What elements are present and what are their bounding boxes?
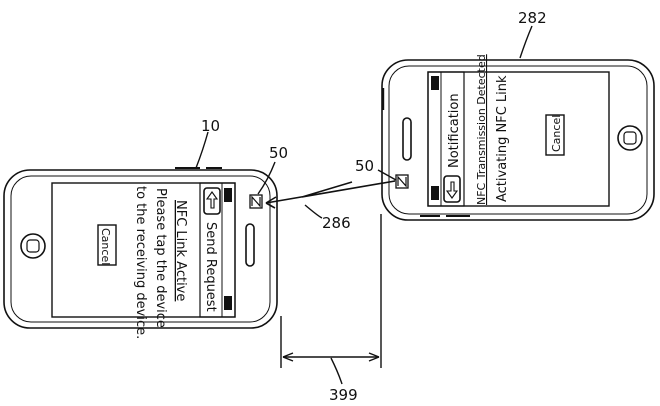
- right-title: Notification: [447, 93, 462, 168]
- left-heading: NFC Link Active: [173, 200, 188, 301]
- leader-50-left: [257, 161, 276, 195]
- back-arrow-icon[interactable]: [203, 187, 221, 215]
- left-phone: [3, 167, 278, 329]
- left-cancel-button[interactable]: Cancel: [97, 224, 117, 266]
- left-phone-body-inner: [10, 175, 271, 323]
- nfc-icon: [395, 174, 409, 189]
- leader-282: [519, 25, 533, 59]
- ref-10: 10: [201, 117, 220, 135]
- ref-50-right: 50: [355, 157, 374, 175]
- annotation-lines: [195, 25, 533, 385]
- right-phone-body: [381, 59, 655, 221]
- home-button-icon[interactable]: [617, 125, 643, 151]
- back-arrow-icon[interactable]: [443, 175, 461, 203]
- leader-10: [195, 131, 209, 169]
- left-title: Send Request: [203, 222, 218, 312]
- ref-50-left: 50: [269, 144, 288, 162]
- leader-399: [330, 357, 343, 385]
- ref-286: 286: [322, 214, 351, 232]
- right-cancel-label: Cancel: [550, 115, 563, 152]
- nfc-signal: [265, 180, 396, 204]
- left-phone-body: [3, 169, 278, 329]
- home-button-icon[interactable]: [20, 233, 46, 259]
- left-title-bar: [199, 182, 236, 318]
- right-heading: NFC Transmission Detected: [475, 54, 488, 205]
- left-line1: Please tap the device: [153, 188, 168, 328]
- speaker-slot-icon: [245, 223, 255, 267]
- right-phone-body-inner: [388, 65, 648, 215]
- ref-282: 282: [518, 9, 547, 27]
- nfc-icon: [249, 194, 263, 209]
- leader-50-right: [377, 169, 397, 181]
- left-cancel-label: Cancel: [99, 228, 112, 265]
- right-status: Activating NFC Link: [495, 75, 510, 202]
- leader-286: [304, 204, 323, 219]
- speaker-slot-icon: [402, 117, 412, 161]
- left-line2: to the receiving device.: [133, 186, 148, 339]
- right-phone: [381, 59, 655, 221]
- right-cancel-button[interactable]: Cancel: [545, 114, 565, 156]
- right-title-bar: [427, 71, 465, 207]
- ref-399: 399: [329, 386, 358, 404]
